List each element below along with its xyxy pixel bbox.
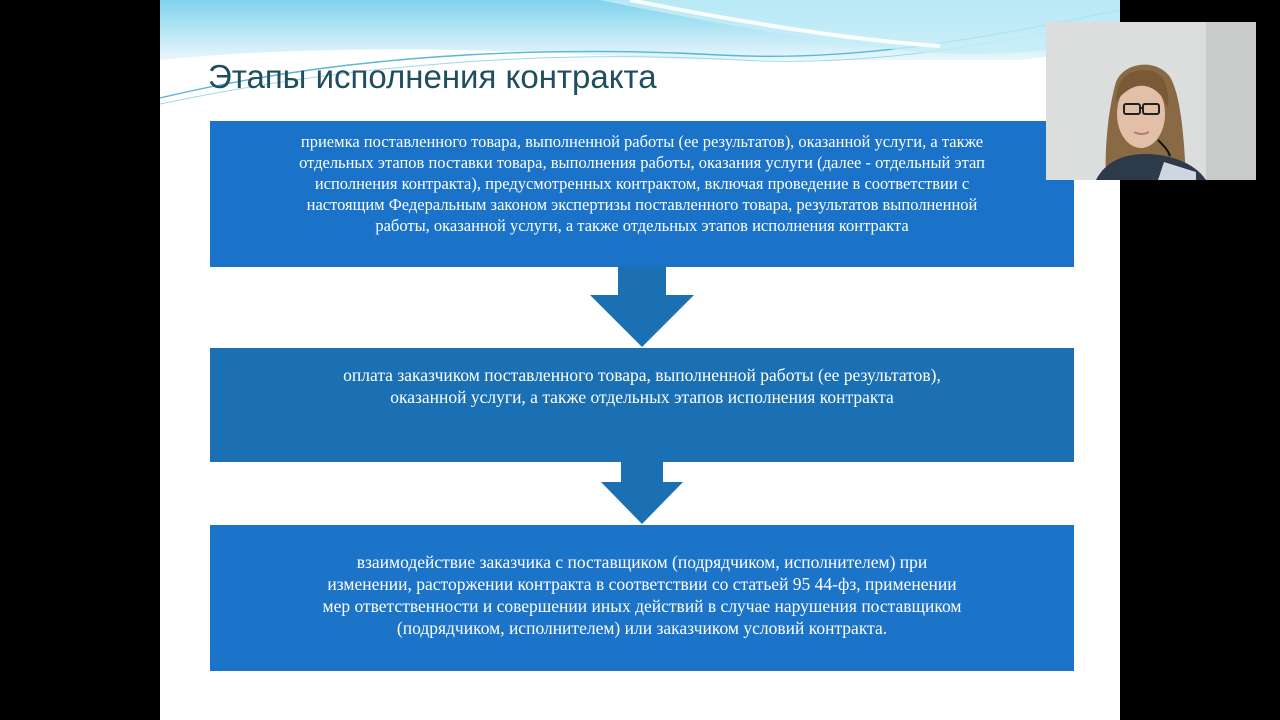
arrow-down-icon — [601, 462, 683, 524]
step-line: оказанной услуги, а также отдельных этап… — [390, 387, 894, 407]
step-box-acceptance: приемка поставленного товара, выполненно… — [210, 121, 1074, 267]
step-line: отдельных этапов поставки товара, выполн… — [299, 153, 985, 172]
step-line: мер ответственности и совершении иных де… — [322, 596, 962, 616]
step-line: оплата заказчиком поставленного товара, … — [343, 365, 941, 385]
step-line: работы, оказанной услуги, а также отдель… — [375, 216, 909, 235]
step-line: (подрядчиком, исполнителем) или заказчик… — [396, 618, 888, 638]
presentation-slide: Этапы исполнения контракта приемка поста… — [160, 0, 1120, 720]
step-line: взаимодействие заказчика с поставщиком (… — [356, 552, 928, 572]
step-line: приемка поставленного товара, выполненно… — [300, 132, 984, 151]
webcam-overlay — [1046, 22, 1256, 180]
header-wave-decoration — [160, 0, 1120, 110]
step-box-payment: оплата заказчиком поставленного товара, … — [210, 348, 1074, 462]
step-text: взаимодействие заказчика с поставщиком (… — [323, 551, 962, 639]
slide-title: Этапы исполнения контракта — [208, 58, 657, 95]
step-text: приемка поставленного товара, выполненно… — [299, 131, 985, 236]
presenter-video — [1046, 22, 1256, 180]
step-line: изменении, расторжении контракта в соотв… — [327, 574, 957, 594]
step-line: исполнения контракта), предусмотренных к… — [314, 174, 970, 193]
step-box-interaction: взаимодействие заказчика с поставщиком (… — [210, 525, 1074, 671]
step-line: настоящим Федеральным законом экспертизы… — [306, 195, 978, 214]
arrow-down-icon — [590, 267, 694, 347]
step-text: оплата заказчиком поставленного товара, … — [343, 364, 941, 408]
